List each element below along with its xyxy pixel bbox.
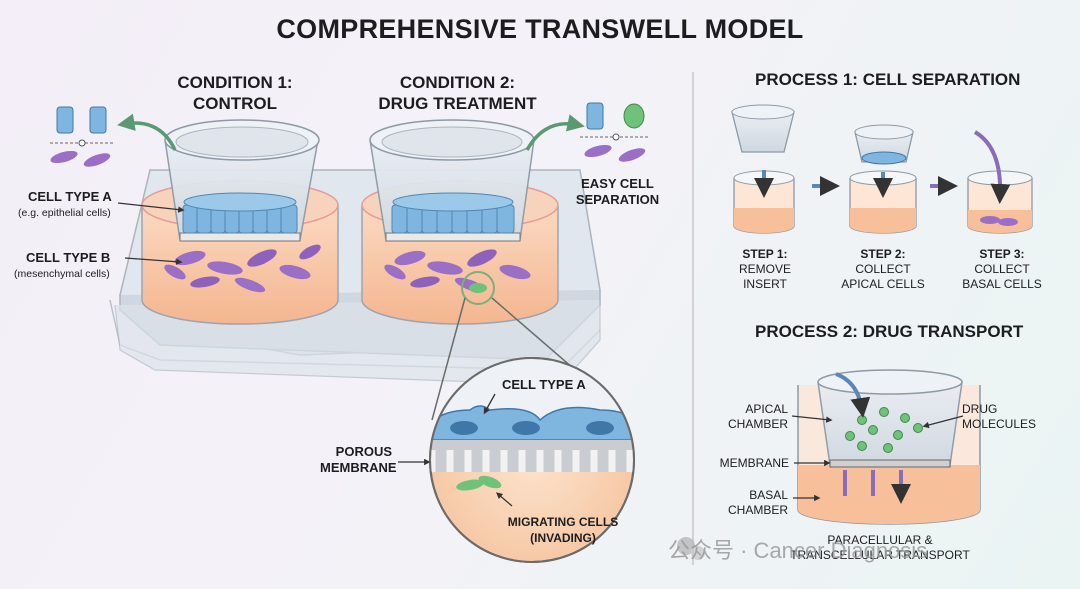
zoom-focus-ring (461, 271, 495, 305)
step3-l2: COLLECT (974, 262, 1030, 276)
label-membrane: MEMBRANE (719, 456, 789, 470)
basal-line2: CHAMBER (727, 503, 788, 517)
migrating-line1: MIGRATING CELLS (507, 515, 619, 529)
cell-type-b-sub: (mesenchymal cells) (14, 268, 110, 280)
migrating-line2: (INVADING) (530, 531, 596, 545)
step2-l2: COLLECT (855, 262, 911, 276)
step3-l3: BASAL CELLS (962, 277, 1042, 291)
drug-line2: MOLECULES (962, 417, 1037, 431)
cell-type-a-text: CELL TYPE A (28, 189, 112, 204)
label-transport: PARACELLULAR & TRANSCELLULAR TRANSPORT (780, 533, 980, 563)
wechat-icon (677, 537, 705, 560)
process1-title: PROCESS 1: CELL SEPARATION (755, 70, 1021, 89)
process1-step3-graphic (967, 130, 1033, 234)
condition-drug-line2: DRUG TREATMENT (378, 94, 537, 113)
easy-sep-line2: SEPARATION (575, 192, 660, 207)
apical-line1: APICAL (745, 402, 788, 416)
easy-sep-line1: EASY CELL (581, 176, 654, 191)
apical-cells-drug (391, 192, 515, 234)
page-title: COMPREHENSIVE TRANSWELL MODEL (276, 14, 804, 44)
drug-transport-well (797, 369, 981, 525)
basal-cells-control (164, 244, 321, 293)
label-drug-molecules: DRUG MOLECULES (962, 402, 1052, 432)
separated-cells-icon-right (580, 102, 650, 162)
transport-line2: TRANSCELLULAR TRANSPORT (790, 548, 970, 562)
condition-drug-line1: CONDITION 2: (399, 73, 516, 92)
condition-control-line2: CONTROL (192, 94, 278, 113)
process1-step1-label: STEP 1: REMOVE INSERT (722, 247, 808, 292)
well-control (141, 119, 339, 325)
porous-line2: MEMBRANE (320, 460, 397, 475)
process1-step3-label: STEP 3: COLLECT BASAL CELLS (952, 247, 1052, 292)
step2-l3: APICAL CELLS (841, 277, 925, 291)
process1-step2-graphic (849, 124, 917, 234)
label-cell-type-b: CELL TYPE B (mesenchymal cells) (14, 250, 111, 282)
process1-step1-graphic (731, 104, 795, 234)
arrow-right-green (525, 114, 585, 151)
zoom-label-migrating: MIGRATING CELLS (INVADING) (503, 514, 623, 546)
step3-l1: STEP 3: (979, 247, 1025, 261)
process2-title: PROCESS 2: DRUG TRANSPORT (755, 322, 1024, 341)
process1-step2-label: STEP 2: COLLECT APICAL CELLS (830, 247, 936, 292)
basal-line1: BASAL (749, 488, 788, 502)
label-apical-chamber: APICAL CHAMBER (714, 402, 788, 432)
porous-line1: POROUS (335, 444, 392, 459)
cell-type-b-text: CELL TYPE B (26, 250, 111, 265)
zoom-label-cell-type-a: CELL TYPE A (502, 377, 586, 392)
cell-type-a-sub: (e.g. epithelial cells) (18, 207, 111, 219)
step1-l1: STEP 1: (742, 247, 788, 261)
drug-molecules (845, 407, 923, 453)
label-basal-chamber: BASAL CHAMBER (714, 488, 788, 518)
condition-control-line1: CONDITION 1: (177, 73, 293, 92)
arrow-left-green (117, 113, 177, 151)
apical-cells-control (182, 192, 298, 234)
watermark: 公众号 · Cancer Diagnosis (668, 538, 928, 563)
separated-cells-icon-left (50, 106, 115, 167)
step1-l3: INSERT (743, 277, 787, 291)
condition-drug-heading: CONDITION 2: DRUG TREATMENT (370, 72, 545, 114)
drug-line1: DRUG (962, 402, 998, 416)
apical-line2: CHAMBER (727, 417, 788, 431)
condition-control-heading: CONDITION 1: CONTROL (165, 72, 305, 114)
transport-line1: PARACELLULAR & (827, 533, 933, 547)
label-cell-type-a: CELL TYPE A (e.g. epithelial cells) (18, 189, 112, 221)
step1-l2: REMOVE (738, 262, 791, 276)
step2-l1: STEP 2: (860, 247, 906, 261)
zoom-label-porous-membrane: POROUS MEMBRANE (320, 444, 397, 476)
label-easy-separation: EASY CELL SEPARATION (570, 176, 665, 208)
